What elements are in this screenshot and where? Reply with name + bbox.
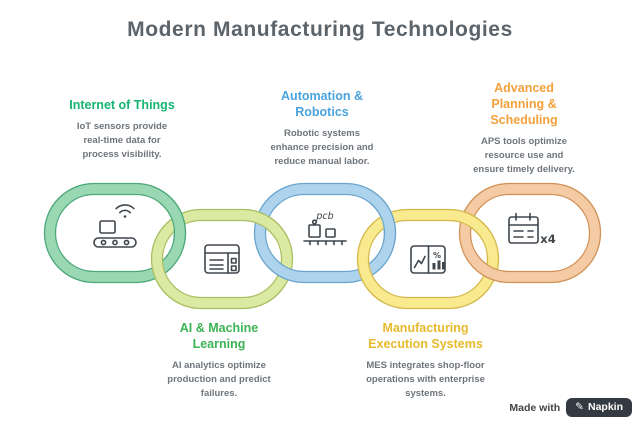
label-heading: AI & Machine Learning xyxy=(179,321,259,351)
diagram-title: Modern Manufacturing Technologies xyxy=(127,18,513,41)
label-manufacturing-execution-systems: Manufacturing Execution Systems MES inte… xyxy=(348,320,503,400)
pen-icon: ✎ xyxy=(575,401,584,413)
napkin-badge: ✎ Napkin xyxy=(566,398,632,417)
x4-icon-label: x4 xyxy=(540,232,555,246)
percent-icon-label: % xyxy=(433,251,441,260)
chain-link-mes xyxy=(356,208,500,310)
pcb-machine-icon: pcb xyxy=(303,211,347,246)
iot-conveyor-wifi-icon xyxy=(93,204,137,248)
label-description: AI analytics optimize production and pre… xyxy=(167,360,271,399)
chain-icons: pcb % x4 xyxy=(93,204,556,274)
pcb-icon-label: pcb xyxy=(315,211,333,222)
label-automation-robotics: Automation & Robotics Robotic systems en… xyxy=(252,88,392,168)
label-ai-machine-learning: AI & Machine Learning AI analytics optim… xyxy=(149,320,289,400)
label-description: IoT sensors provide real-time data for p… xyxy=(76,121,168,160)
ml-dashboard-icon xyxy=(204,244,240,274)
label-internet-of-things: Internet of Things IoT sensors provide r… xyxy=(47,97,197,161)
chain-link-ai-ml xyxy=(150,208,294,310)
napkin-brand: Napkin xyxy=(587,401,623,413)
mes-metrics-icon: % xyxy=(410,245,446,274)
label-advanced-planning-scheduling: Advanced Planning & Scheduling APS tools… xyxy=(459,80,589,176)
aps-calendar-icon: x4 xyxy=(508,212,556,246)
napkin-watermark[interactable]: Made with ✎ Napkin xyxy=(509,398,632,417)
label-heading: Internet of Things xyxy=(69,98,175,112)
watermark-text: Made with xyxy=(509,401,561,414)
chain-link-aps xyxy=(458,182,602,284)
label-description: MES integrates shop-floor operations wit… xyxy=(366,360,485,399)
label-heading: Advanced Planning & Scheduling xyxy=(490,81,558,127)
label-description: APS tools optimize resource use and ensu… xyxy=(473,136,575,175)
label-heading: Automation & Robotics xyxy=(281,89,363,119)
label-heading: Manufacturing Execution Systems xyxy=(368,321,483,351)
label-description: Robotic systems enhance precision and re… xyxy=(270,128,374,167)
